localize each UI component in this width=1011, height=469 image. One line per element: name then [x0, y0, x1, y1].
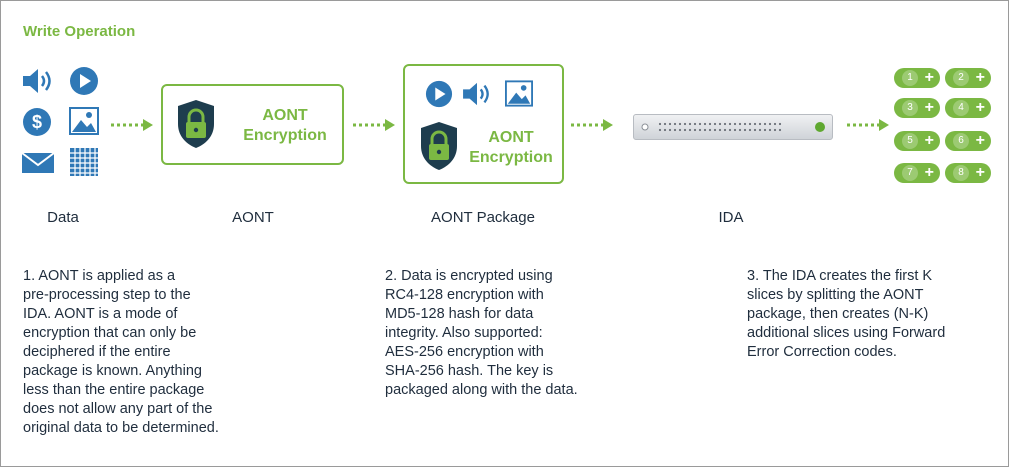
plus-icon: +	[924, 99, 934, 116]
plus-icon: +	[975, 164, 985, 181]
plus-icon: +	[924, 132, 934, 149]
description-line: IDA. AONT is a mode of	[23, 306, 178, 322]
slice-number: 1	[902, 70, 918, 86]
slice-pill: 2+	[945, 68, 991, 88]
description-line: slices by splitting the AONT	[747, 287, 924, 303]
description-line: original data to be determined.	[23, 420, 219, 436]
slice-pill: 5+	[894, 131, 940, 151]
ida-server-icon	[633, 114, 833, 140]
plus-icon: +	[924, 164, 934, 181]
plus-icon: +	[975, 132, 985, 149]
play-icon	[425, 80, 453, 108]
description-line: does not allow any part of the	[23, 401, 213, 417]
stage-label-ida: IDA	[718, 209, 744, 226]
shield-lock-icon	[178, 100, 214, 148]
description-line: AES-256 encryption with	[385, 344, 544, 360]
description-line: deciphered if the entire	[23, 344, 171, 360]
slice-pill: 7+	[894, 163, 940, 183]
description-encryption: 2. Data is encrypted using RC4-128 encry…	[385, 267, 655, 400]
slice-pill: 6+	[945, 131, 991, 151]
svg-text:$: $	[32, 112, 42, 132]
speaker-icon	[463, 82, 489, 106]
grid-icon	[70, 148, 98, 176]
description-aont: 1. AONT is applied as a pre-processing s…	[23, 267, 303, 438]
slice-number: 2	[953, 70, 969, 86]
aont-package-box: AONT Encryption	[403, 64, 564, 184]
stage-label-aont-package: AONT Package	[431, 209, 535, 226]
slice-number: 7	[902, 165, 918, 181]
slice-number: 4	[953, 100, 969, 116]
description-ida: 3. The IDA creates the first K slices by…	[747, 267, 1005, 362]
description-line: package is known. Anything	[23, 363, 202, 379]
shield-lock-icon	[421, 122, 457, 170]
slice-pill: 8+	[945, 163, 991, 183]
description-line: encryption that can only be	[23, 325, 197, 341]
dollar-icon: $	[23, 108, 51, 136]
slice-pill: 3+	[894, 98, 940, 118]
description-line: Error Correction codes.	[747, 344, 897, 360]
plus-icon: +	[975, 99, 985, 116]
description-line: 1. AONT is applied as a	[23, 268, 176, 284]
description-line: RC4-128 encryption with	[385, 287, 544, 303]
aont-box-line1: AONT	[262, 107, 308, 124]
play-icon	[70, 67, 98, 95]
slice-number: 8	[953, 165, 969, 181]
plus-icon: +	[975, 69, 985, 86]
stage-label-data: Data	[47, 209, 79, 226]
description-line: 3. The IDA creates the first K	[747, 268, 933, 284]
slice-pill: 1+	[894, 68, 940, 88]
slice-number: 6	[953, 133, 969, 149]
description-line: pre-processing step to the	[23, 287, 191, 303]
flow-arrow	[111, 119, 153, 131]
flow-arrow	[571, 119, 613, 131]
plus-icon: +	[924, 69, 934, 86]
flow-arrow	[353, 119, 395, 131]
package-box-line1: AONT	[488, 129, 534, 146]
slice-number: 5	[902, 133, 918, 149]
image-icon	[505, 80, 533, 107]
description-line: additional slices using Forward	[747, 325, 946, 341]
description-line: SHA-256 hash. The key is	[385, 363, 554, 379]
package-box-line2: Encryption	[469, 149, 553, 166]
description-line: integrity. Also supported:	[385, 325, 543, 341]
stage-label-aont: AONT	[232, 209, 274, 226]
description-line: 2. Data is encrypted using	[385, 268, 553, 284]
description-line: package, then creates (N-K)	[747, 306, 929, 322]
aont-box-line2: Encryption	[243, 127, 327, 144]
slice-pill: 4+	[945, 98, 991, 118]
speaker-icon	[23, 69, 51, 93]
aont-box: AONT Encryption	[161, 84, 344, 165]
envelope-icon	[21, 152, 55, 173]
diagram-title: Write Operation	[23, 23, 136, 40]
flow-arrow	[847, 119, 889, 131]
description-line: packaged along with the data.	[385, 382, 578, 398]
description-line: less than the entire package	[23, 382, 205, 398]
description-line: MD5-128 hash for data	[385, 306, 534, 322]
slice-number: 3	[902, 100, 918, 116]
image-icon	[69, 107, 99, 135]
